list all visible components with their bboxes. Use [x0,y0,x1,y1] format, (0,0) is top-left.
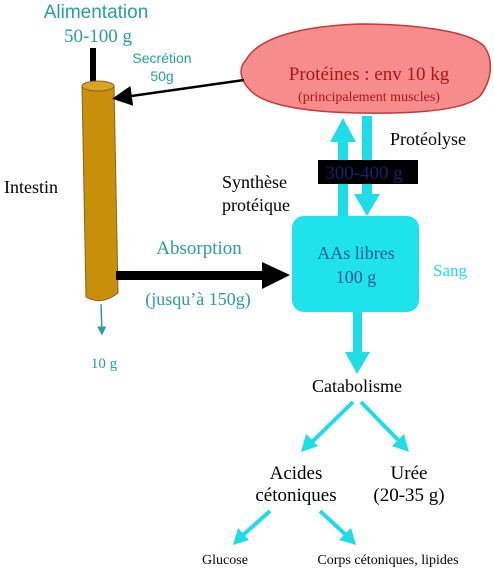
catabolism-label: Catabolisme [312,376,402,396]
protein-pool-subtitle: (principalement muscles) [298,90,440,105]
absorption-amount: (jusqu’à 150g) [145,289,250,310]
glucose-label: Glucose [202,553,248,568]
urea-label: Urée [391,463,428,484]
free-aa-title: AAs libres [317,243,395,263]
intestine-label: Intestin [4,177,58,197]
urea-amount: (20-35 g) [373,485,444,506]
keto-acids-line1: Acides [270,463,323,484]
synthesis-line1: Synthèse [222,172,287,192]
secretion-label: Secrétion [132,50,191,66]
intake-arrow-shaft [90,48,96,86]
to-ketone-bodies-arrow [318,509,348,537]
free-aa-box [292,216,419,312]
to-urea-arrow [359,400,400,442]
absorption-label: Absorption [156,238,242,259]
protein-pool [240,23,492,114]
to-keto-acids-arrow-head [301,434,318,452]
synthesis-line2: protéique [222,195,290,215]
free-aa-amount: 100 g [336,267,377,287]
intake-amount: 50-100 g [64,26,133,47]
to-urea-arrow-head [392,434,409,452]
flux-box [318,160,418,184]
keto-acids-line2: cétoniques [255,485,336,506]
flux-label: 300-400 g [325,163,403,184]
secretion-arrow [112,78,245,106]
to-keto-acids-arrow [310,400,355,444]
proteolysis-arrow-shaft [362,116,372,196]
to-glucose-arrow-head [233,528,249,545]
loss-amount: 10 g [91,356,118,372]
secretion-amount: 50g [150,68,173,84]
ketone-bodies-label: Corps cétoniques, lipides [317,553,458,568]
protein-pool-title: Protéines : env 10 kg [289,64,450,85]
absorption-arrow-head [262,262,290,289]
proteolysis-arrow-head [354,194,380,216]
synthesis-arrow-head [330,118,356,142]
catabolism-arrow-head [345,352,370,374]
intestine-tube [81,80,119,302]
absorption-arrow-shaft [116,271,266,280]
blood-label: Sang [433,261,468,280]
to-glucose-arrow [240,509,272,538]
intake-title: Alimentation [44,2,149,23]
to-ketone-bodies-arrow-head [339,528,356,545]
catabolism-arrow-shaft [353,312,362,358]
loss-arrow [97,303,107,336]
proteolysis-label: Protéolyse [390,129,466,149]
